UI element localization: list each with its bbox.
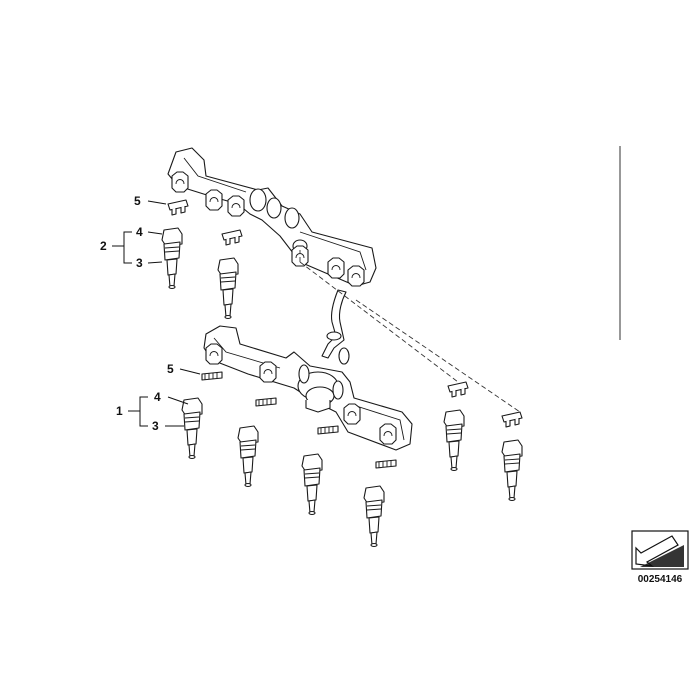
callout-leaders <box>112 200 201 427</box>
label-upper-injector: 3 <box>136 256 143 270</box>
label-upper-clip: 5 <box>134 194 141 208</box>
upper-fuel-rail <box>167 147 377 287</box>
lower-injectors <box>181 371 397 548</box>
fuel-line <box>321 289 350 365</box>
label-upper-ring: 4 <box>136 225 143 239</box>
upper-injectors <box>161 199 243 320</box>
label-lower-group: 1 <box>116 404 123 418</box>
direction-arrow-icon <box>631 530 689 570</box>
document-number: 00254146 <box>638 574 683 585</box>
label-upper-group: 2 <box>100 239 107 253</box>
right-injectors <box>443 381 523 502</box>
lower-fuel-rail <box>203 325 413 451</box>
label-lower-clip: 5 <box>167 362 174 376</box>
label-lower-injector: 3 <box>152 419 159 433</box>
label-lower-ring: 4 <box>154 390 161 404</box>
dashed-reference-lines <box>299 250 521 413</box>
